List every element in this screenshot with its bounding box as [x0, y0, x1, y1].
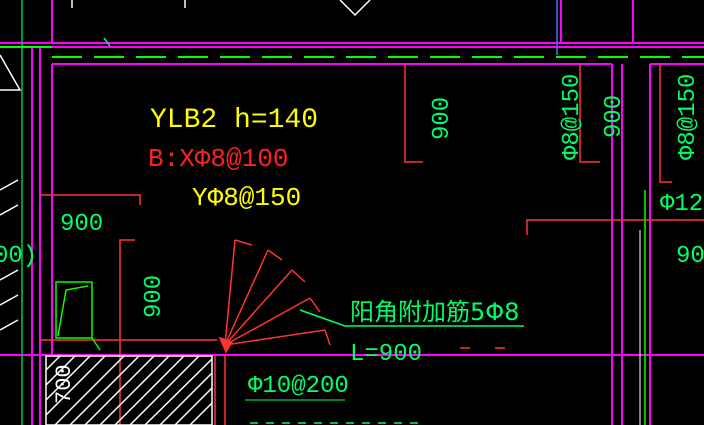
corner-length-label: L=900	[350, 341, 422, 368]
opening-box-icon	[55, 281, 101, 351]
dim-900-far-right: 900	[676, 243, 704, 270]
dim-900-right: 900	[601, 95, 628, 138]
slab-name-label: YLB2 h=140	[150, 105, 318, 136]
top-ticks	[71, 0, 371, 47]
rebar-lines-red	[40, 64, 704, 425]
rebar-fan-icon	[218, 239, 331, 354]
bottom-y-rebar-label: YΦ8@150	[192, 183, 301, 213]
left-hatching	[0, 54, 22, 331]
dim-900-top: 900	[429, 97, 456, 140]
rebar-right-1: Φ8@150	[559, 74, 586, 160]
bottom-opening-box	[45, 355, 213, 425]
dim-900-mid: 900	[141, 275, 168, 318]
rebar-far-right: Φ12	[660, 191, 703, 218]
bottom-rebar-label: Φ10@200	[248, 373, 349, 400]
dim-900-left: 900	[60, 211, 103, 238]
leader-line	[299, 309, 524, 327]
bottom-box-dim: 700	[52, 364, 77, 404]
partial-left-label: 00)	[0, 243, 37, 270]
corner-rebar-label: 阳角附加筋5Φ8	[350, 298, 519, 326]
bottom-x-rebar-label: B:XΦ8@100	[148, 144, 288, 174]
rebar-right-2: Φ8@150	[675, 74, 702, 160]
